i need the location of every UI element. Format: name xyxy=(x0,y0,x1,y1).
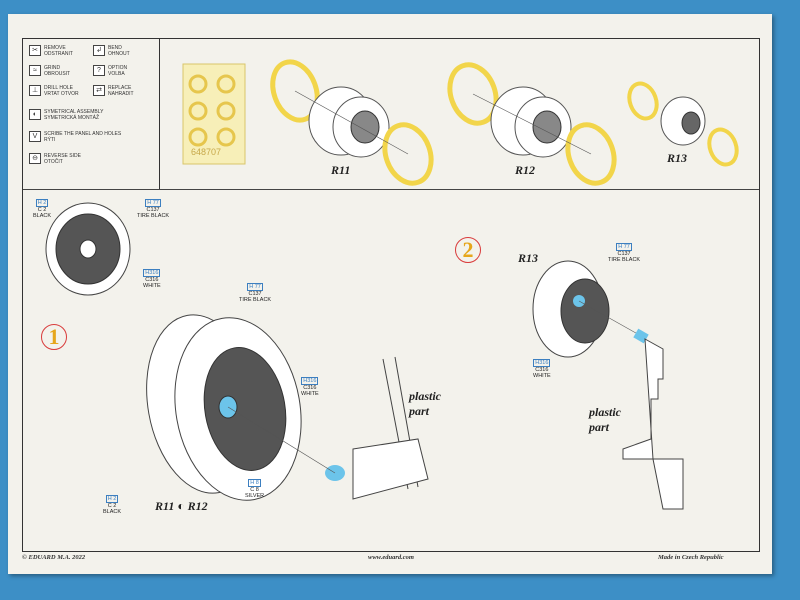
legend-option: ?OPTION VOLBA xyxy=(93,65,155,77)
footer-copyright: © EDUARD M.A. 2022 xyxy=(22,554,86,561)
main-wheel-step1 xyxy=(146,314,429,501)
inset-wheel xyxy=(45,202,131,296)
drill-icon: ⊥ xyxy=(29,85,41,96)
artwork xyxy=(45,59,739,510)
wheel-r13-top xyxy=(627,81,739,167)
wheel-r12-top xyxy=(447,62,617,186)
remove-icon: ✂ xyxy=(29,45,41,56)
wheel-r11-top xyxy=(270,59,434,186)
bend-icon: ↲ xyxy=(93,45,105,56)
reverse-icon: ⊖ xyxy=(29,153,41,164)
wheel-label-r11-r12: R11 ◐ R12 xyxy=(155,499,208,513)
legend-grind: ≈GRIND OBROUSIT xyxy=(29,65,89,77)
legend-reverse: ⊖REVERSE SIDE OTOČIT xyxy=(29,153,155,165)
legend-remove: ✂REMOVE ODSTRANIT xyxy=(29,45,89,57)
wheel-label-step2-r13: R13 xyxy=(518,251,539,265)
wheel-label-r11: R11 xyxy=(331,163,351,177)
wheel-label-r12: R12 xyxy=(515,163,536,177)
replace-icon: ⇄ xyxy=(93,85,105,96)
legend-bend: ↲BEND OHNOUT xyxy=(93,45,155,57)
step2-wheel xyxy=(532,260,684,510)
instruction-sheet: ✂REMOVE ODSTRANIT ↲BEND OHNOUT ≈GRIND OB… xyxy=(8,14,772,574)
mask-code: 648707 xyxy=(191,147,222,157)
symbol-legend: ✂REMOVE ODSTRANIT ↲BEND OHNOUT ≈GRIND OB… xyxy=(23,39,160,190)
option-icon: ? xyxy=(93,65,105,76)
grind-icon: ≈ xyxy=(29,65,41,76)
symmetry-icon: ◐ xyxy=(177,499,185,513)
footer-website: www.eduard.com xyxy=(368,554,414,561)
legend-symmetry: ◐SYMETRICAL ASSEMBLY SYMETRICKÁ MONTÁŽ xyxy=(29,109,155,121)
symmetry-icon: ◐ xyxy=(29,109,41,120)
mask-sheet xyxy=(182,63,246,165)
step-2-marker: 2 xyxy=(455,237,481,263)
wheel-label-r13: R13 xyxy=(667,151,688,165)
legend-drill: ⊥DRILL HOLE VRTAT OTVOR xyxy=(29,85,89,97)
instruction-frame: ✂REMOVE ODSTRANIT ↲BEND OHNOUT ≈GRIND OB… xyxy=(22,38,760,552)
footer-made-in: Made in Czech Republic xyxy=(658,554,724,561)
section-divider xyxy=(23,189,759,190)
scribe-icon: V xyxy=(29,131,41,142)
step-1-marker: 1 xyxy=(41,324,67,350)
legend-replace: ⇄REPLACE NAHRADIT xyxy=(93,85,155,97)
